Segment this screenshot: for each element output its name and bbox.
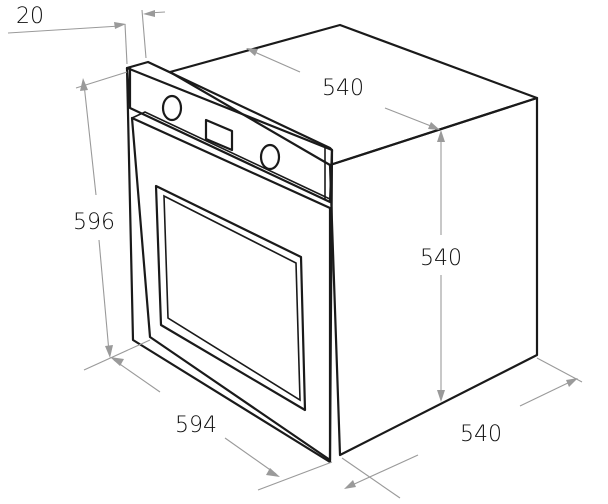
arrow xyxy=(566,378,578,387)
oven-body-side xyxy=(328,96,539,457)
dim-line-20 xyxy=(7,25,121,34)
knob-icon xyxy=(161,94,183,122)
panel-top-edge xyxy=(147,61,171,73)
dim-label-depth-top: 540 xyxy=(322,76,364,101)
oven-door xyxy=(130,116,332,462)
arrow xyxy=(143,10,155,17)
arrow xyxy=(437,130,445,142)
ext-line xyxy=(124,23,128,65)
arrow xyxy=(80,78,88,91)
ext-line xyxy=(83,339,151,371)
dim-line-depth-bottom xyxy=(349,454,419,487)
dim-line-height-front xyxy=(98,239,110,353)
dim-label-height-front: 596 xyxy=(73,210,115,235)
ext-line xyxy=(341,457,401,499)
display-icon xyxy=(204,118,234,152)
arrow xyxy=(114,22,126,29)
knob-icon xyxy=(259,143,281,171)
arrow xyxy=(437,390,445,402)
dim-line-width-front xyxy=(113,359,161,393)
dim-label-depth-bottom: 540 xyxy=(460,422,502,447)
ext-line xyxy=(536,357,583,383)
ext-line xyxy=(141,9,147,59)
dim-line-depth-bottom xyxy=(519,380,573,407)
arrow xyxy=(428,122,440,130)
dim-line-depth-top xyxy=(384,107,437,129)
oven-front-frame xyxy=(125,66,334,464)
arrow xyxy=(110,357,124,366)
oven-window-inner xyxy=(163,194,301,402)
dim-label-thickness: 20 xyxy=(16,4,44,29)
dim-line-height-front xyxy=(83,83,97,196)
control-panel xyxy=(125,60,334,204)
dim-label-width-front: 594 xyxy=(175,413,217,438)
door-top-lip xyxy=(131,111,333,201)
arrow xyxy=(105,345,113,358)
oven-window-outer xyxy=(154,184,307,412)
dim-label-height-side: 540 xyxy=(420,246,462,271)
dim-line-width-front xyxy=(224,437,277,475)
arrow xyxy=(266,468,280,477)
arrow xyxy=(344,480,356,489)
dim-line-depth-top xyxy=(249,49,301,73)
arrow xyxy=(246,48,258,56)
ext-line xyxy=(257,461,333,491)
